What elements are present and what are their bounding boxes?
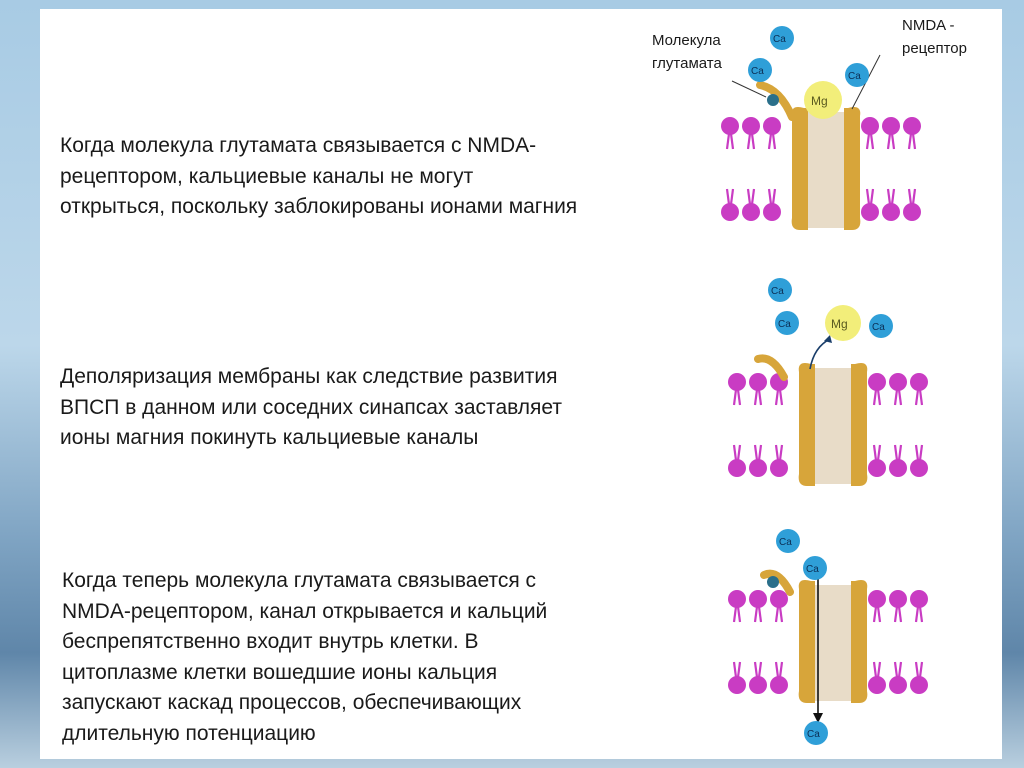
magnesium-ion-label: Mg <box>831 317 848 331</box>
diagram-blocked-channel: Ca Ca Ca Mg <box>721 26 921 230</box>
magnesium-ion-label: Mg <box>811 94 828 108</box>
paragraph-depolarization: Деполяризация мембраны как следствие раз… <box>60 365 563 449</box>
label-nmda-receptor: NMDA - рецептор <box>902 17 967 57</box>
label-glutamate-molecule: Молекула глутамата <box>652 32 722 72</box>
slide: Когда молекула глутамата связывается с N… <box>40 9 1002 759</box>
calcium-ion-label: Ca <box>806 564 819 575</box>
diagram-open-channel: Ca Ca Ca <box>728 529 928 745</box>
calcium-ion-label: Ca <box>751 66 764 77</box>
calcium-ion-label: Ca <box>773 34 786 45</box>
calcium-ion-label: Ca <box>848 71 861 82</box>
paragraph-calcium-entry: Когда теперь молекула глутамата связывае… <box>62 569 548 745</box>
calcium-ion-label: Ca <box>807 729 820 740</box>
calcium-ion-label: Ca <box>771 286 784 297</box>
calcium-ion-label: Ca <box>778 319 791 330</box>
calcium-ion-label: Ca <box>872 322 885 333</box>
nmda-receptor-diagrams: Ca Ca Ca Mg Ca Ca Ca Mg <box>40 26 1002 745</box>
diagram-depolarization: Ca Ca Ca Mg <box>728 278 928 486</box>
paragraph-glutamate-binding: Когда молекула глутамата связывается с N… <box>60 134 578 218</box>
calcium-ion-label: Ca <box>779 537 792 548</box>
